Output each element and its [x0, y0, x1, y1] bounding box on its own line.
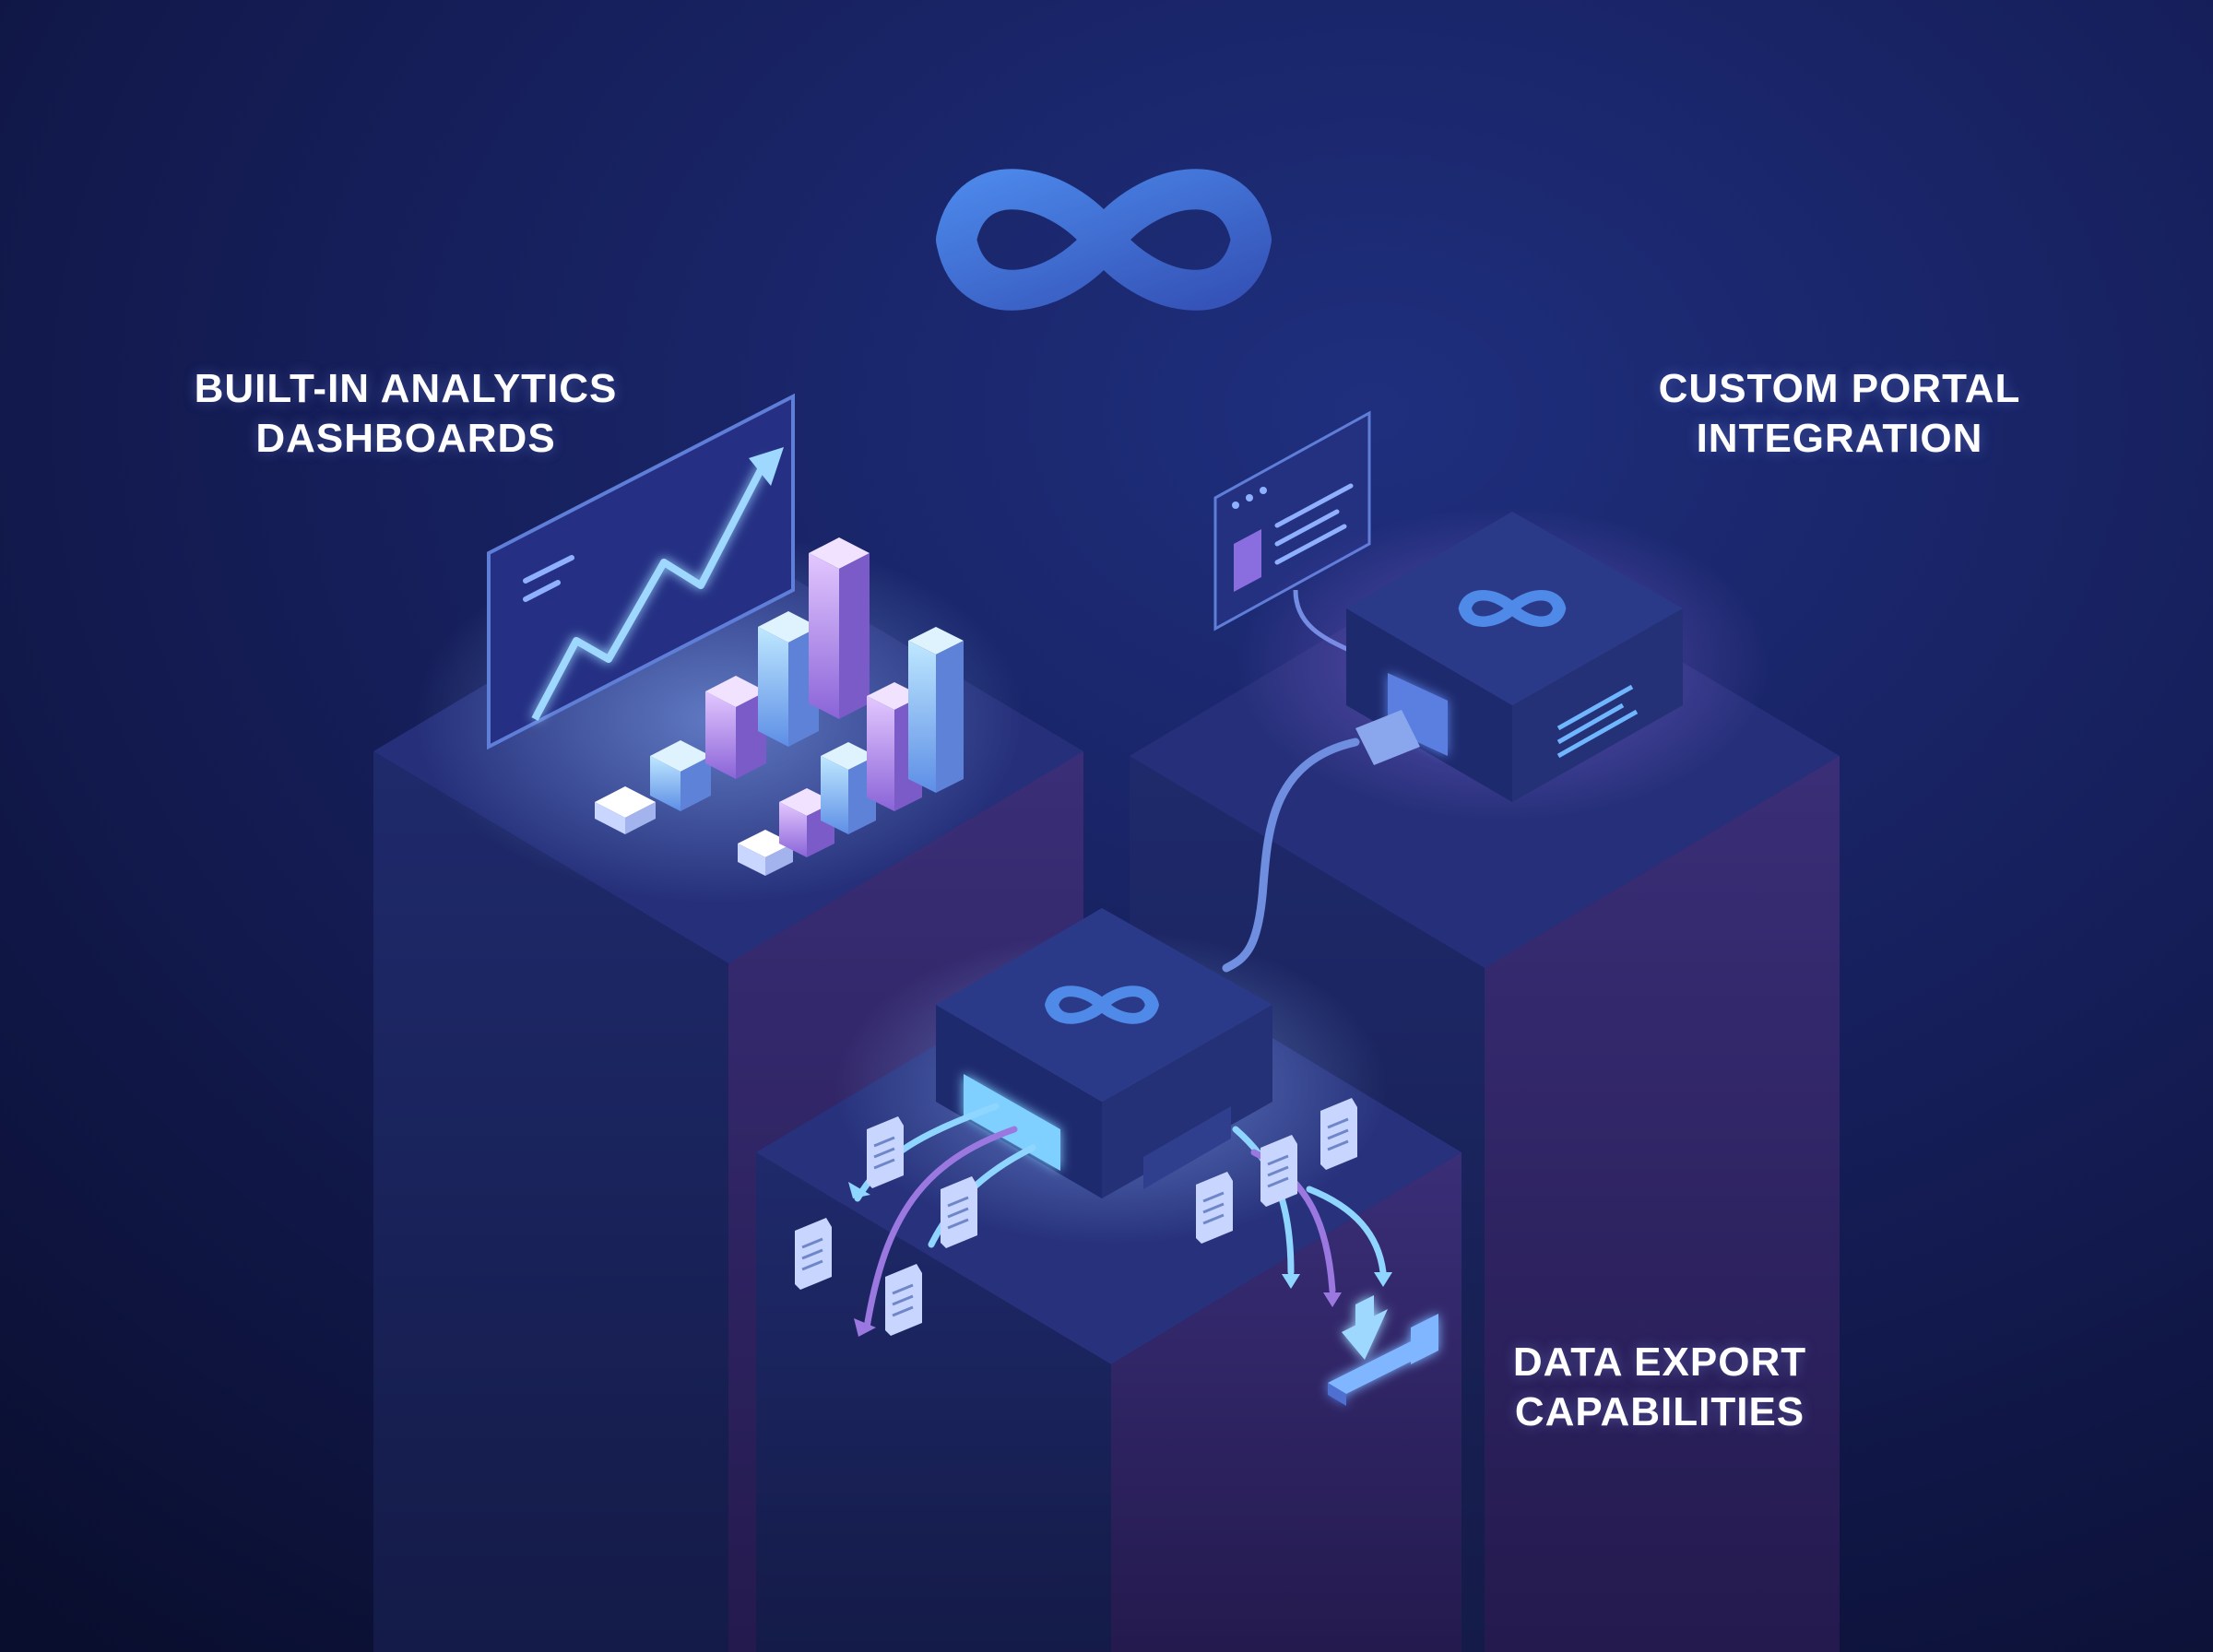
- document-icon: [1320, 1098, 1357, 1170]
- export-slot: [1143, 1106, 1231, 1189]
- infinity-icon: [1458, 590, 1567, 627]
- chart-bar: [908, 627, 964, 793]
- export-label-line-2: CAPABILITIES: [1514, 1389, 1805, 1434]
- document-icon: [885, 1264, 922, 1336]
- chart-bar: [650, 740, 711, 811]
- document-icon: [1196, 1172, 1233, 1244]
- analytics-feature-label: BUILT-IN ANALYTICS DASHBOARDS: [129, 364, 682, 464]
- cable-plug: [1355, 710, 1420, 765]
- analytics-label-line-1: BUILT-IN ANALYTICS: [194, 366, 618, 411]
- export-device: [936, 908, 1272, 1198]
- portal-label-line-2: INTEGRATION: [1696, 416, 1983, 461]
- export-arrowheads: [848, 1182, 1392, 1337]
- infinity-icon: [1045, 985, 1159, 1024]
- export-label-line-1: DATA EXPORT: [1512, 1339, 1807, 1385]
- trend-line: [531, 459, 769, 721]
- export-feature-label: DATA EXPORT CAPABILITIES: [1438, 1338, 1881, 1437]
- document-icon: [1260, 1135, 1297, 1207]
- dashboard-screen: [487, 393, 795, 750]
- browser-window-icon: [1213, 410, 1371, 631]
- download-tray-icon: [1328, 1295, 1438, 1406]
- chart-bar: [809, 537, 870, 719]
- portal-label-line-1: CUSTOM PORTAL: [1658, 366, 2021, 411]
- export-slot: [964, 1074, 1060, 1171]
- document-icon: [795, 1218, 832, 1290]
- chart-bar: [595, 786, 656, 834]
- chart-bar: [705, 676, 766, 779]
- portal-feature-label: CUSTOM PORTAL INTEGRATION: [1568, 364, 2112, 464]
- portal-device: [1346, 512, 1683, 802]
- document-icons: [795, 1098, 1357, 1336]
- document-icon: [867, 1116, 904, 1188]
- chart-bars: [595, 537, 964, 876]
- bar-chart-icon: [415, 393, 1024, 903]
- infinity-icon: [936, 169, 1272, 311]
- trend-arrow-icon: [749, 447, 784, 486]
- analytics-label-line-2: DASHBOARDS: [255, 416, 556, 461]
- document-icon: [941, 1176, 977, 1248]
